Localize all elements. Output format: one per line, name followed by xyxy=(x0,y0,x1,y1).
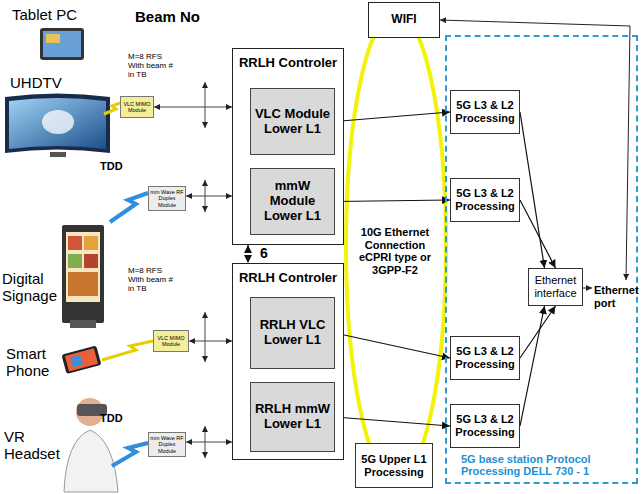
phone-icon xyxy=(61,345,101,374)
rf-link xyxy=(154,107,232,108)
tablet-icon xyxy=(40,28,84,60)
process-box: 5G L3 & L2 Processing xyxy=(450,178,520,222)
person-body xyxy=(64,430,118,492)
signage-base xyxy=(70,320,96,328)
vlc-link-bolt xyxy=(104,103,120,114)
box-label: VLC Module Lower L1 xyxy=(254,107,331,137)
signage-item xyxy=(68,272,98,296)
box-heading: RRLH Controler xyxy=(239,56,337,71)
annotation-label: M=8 RFS With beam # in TB xyxy=(128,52,174,80)
process-box: 5G L3 & L2 Processing xyxy=(450,336,520,380)
box-heading: 5G base station Protocol Processing DELL… xyxy=(461,453,632,478)
annotation-label: 10G Ethernet Connection eCPRI type or 3G… xyxy=(352,226,438,277)
rf-beam-symbol xyxy=(205,82,206,128)
radio-module: mm Wave RF Duplex Module xyxy=(148,186,186,211)
mmwave-link-bolt xyxy=(110,193,148,222)
signage-icon xyxy=(62,225,104,323)
signage-item xyxy=(68,236,82,250)
wifi-port-line xyxy=(440,20,630,280)
mmwave-link-bolt xyxy=(112,443,148,466)
process-box: 5G Upper L1 Processing xyxy=(355,443,433,488)
port-line xyxy=(583,288,592,289)
rf-link xyxy=(186,442,232,443)
process-box: 5G L3 & L2 Processing xyxy=(450,90,520,134)
box-label: WIFI xyxy=(391,13,416,27)
tv-icon xyxy=(5,94,110,154)
box-label: mm Wave RF Duplex Module xyxy=(150,189,184,207)
connector xyxy=(335,333,450,358)
connector xyxy=(520,306,556,358)
module-box: VLC Module Lower L1 xyxy=(250,88,335,155)
connector xyxy=(247,245,248,263)
box-label: VLC MIMO Module xyxy=(122,101,152,113)
connector xyxy=(520,306,545,426)
tablet-screen xyxy=(46,34,60,43)
signage-item xyxy=(84,254,98,268)
connector xyxy=(335,417,450,426)
phone-screen xyxy=(70,355,82,367)
box-label: 5G L3 & L2 Processing xyxy=(454,413,516,438)
box-label: 5G L3 & L2 Processing xyxy=(454,99,516,124)
rf-link xyxy=(189,341,232,342)
device-label: UHDTV xyxy=(10,74,90,91)
box-label: Ethernet interface xyxy=(531,274,580,299)
annotation-label: Beam No xyxy=(135,8,215,25)
vlc-link-bolt xyxy=(102,341,153,360)
device-label: Tablet PC xyxy=(12,6,92,23)
annotation-label: TDD xyxy=(100,412,130,425)
rf-beam-symbol xyxy=(205,312,206,362)
module-box: RRLH mmW Lower L1 xyxy=(250,382,335,452)
box-heading: RRLH Controler xyxy=(239,271,337,286)
signage-item xyxy=(68,254,82,268)
connector xyxy=(335,112,450,122)
box-label: 5G Upper L1 Processing xyxy=(359,453,429,478)
tv-screen xyxy=(9,98,106,149)
module-box: mmW Module Lower L1 xyxy=(250,168,335,235)
device-label: VR Headset xyxy=(4,428,62,463)
controller-box: RRLH ControlerVLC Module Lower L1 mmW Mod… xyxy=(232,48,344,245)
tv-splash xyxy=(42,110,74,134)
connector xyxy=(520,200,556,268)
interface-box: Ethernet interface xyxy=(528,268,583,306)
module-box: RRLH VLC Lower L1 xyxy=(250,297,335,369)
connector xyxy=(520,112,545,268)
device-label: Smart Phone xyxy=(6,345,58,380)
box-label: RRLH mmW Lower L1 xyxy=(254,402,331,432)
phone-body xyxy=(61,345,101,374)
radio-module: VLC MIMO Module xyxy=(153,330,189,352)
process-box: 5G L3 & L2 Processing xyxy=(450,404,520,448)
signage-item xyxy=(84,236,98,250)
device-label: Digital Signage xyxy=(2,270,59,305)
tablet-screen xyxy=(43,31,81,57)
group-box: 5G base station Protocol Processing DELL… xyxy=(445,35,638,484)
tv-stand xyxy=(50,152,66,157)
connector xyxy=(335,200,450,202)
highlight-ellipse xyxy=(346,12,446,480)
box-label: mmW Module Lower L1 xyxy=(254,179,331,224)
box-label: RRLH VLC Lower L1 xyxy=(254,318,331,348)
box-label: VLC MIMO Module xyxy=(155,335,187,347)
box-label: 5G L3 & L2 Processing xyxy=(454,187,516,212)
wifi-box: WIFI xyxy=(368,2,440,38)
annotation-label: TDD xyxy=(100,160,130,173)
phone-screen xyxy=(65,348,98,371)
controller-box: RRLH ControlerRRLH VLC Lower L1 RRLH mmW … xyxy=(232,263,344,460)
signage-screen xyxy=(66,232,100,302)
box-label: 5G L3 & L2 Processing xyxy=(454,345,516,370)
rf-link xyxy=(186,196,232,197)
radio-module: VLC MIMO Module xyxy=(120,96,154,118)
radio-module: mm Wave RF Duplex Module xyxy=(148,432,186,457)
edge-label: 6 xyxy=(258,246,270,261)
annotation-label: M=8 RFS With beam # in TB xyxy=(128,266,174,294)
box-label: mm Wave RF Duplex Module xyxy=(150,435,184,453)
annotation-label: Ethernet port xyxy=(594,284,640,309)
